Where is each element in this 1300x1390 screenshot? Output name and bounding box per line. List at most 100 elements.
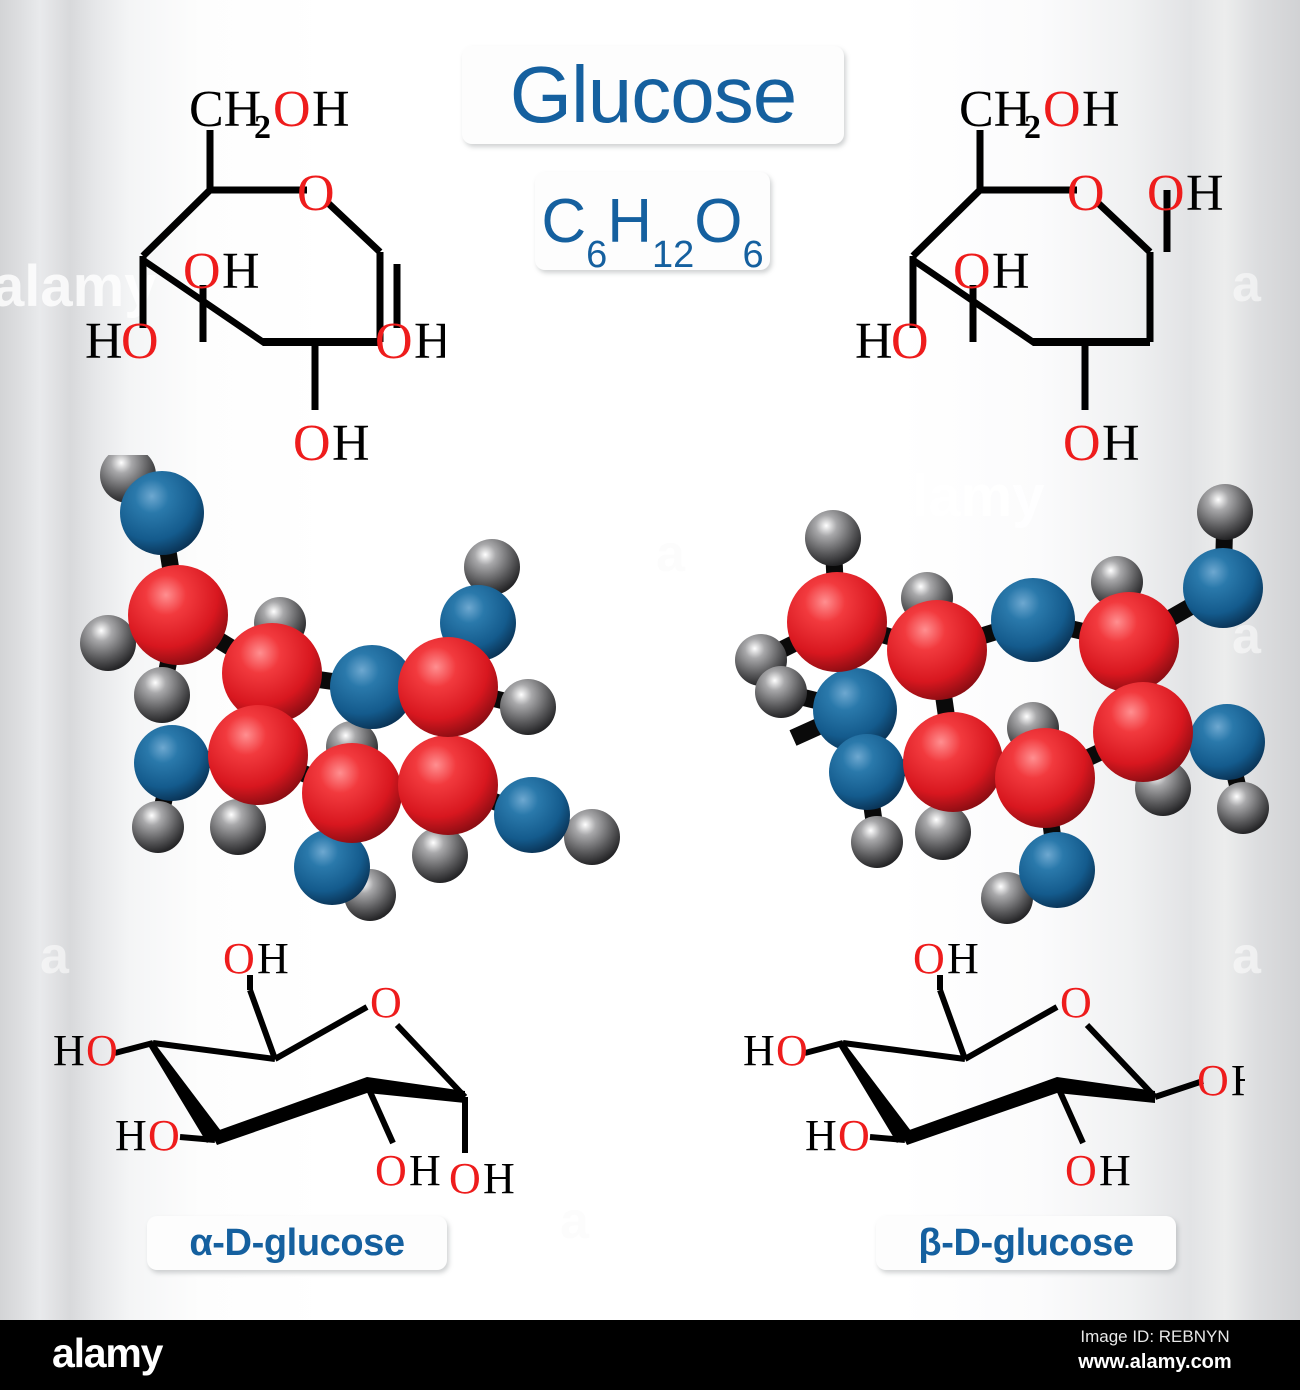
atom-hydrogen	[755, 666, 807, 718]
label-oh-o-interior: O	[183, 243, 221, 300]
atom-hydrogen	[564, 809, 620, 865]
atom-carbon	[208, 705, 308, 805]
atom-carbon	[787, 572, 887, 672]
atom-carbon	[887, 600, 987, 700]
label-oh-o-anomeric: O	[449, 1154, 481, 1200]
label-ring-oxygen: O	[297, 165, 335, 222]
atom-oxygen-ring	[330, 645, 414, 729]
atom-oxygen	[829, 734, 905, 810]
label-oh-o-anomeric: O	[1147, 165, 1185, 222]
chair-conformation-alpha: O H O H O H O O H O H	[53, 935, 515, 1200]
formula-c: C	[541, 186, 587, 256]
label-ring-oxygen: O	[1067, 165, 1105, 222]
alamy-url-text: www.alamy.com	[1078, 1351, 1232, 1373]
formula-h: H	[607, 186, 653, 256]
label-ho-h-left: H	[85, 313, 123, 370]
isomer-label-beta-text: β-D-glucose	[918, 1221, 1134, 1264]
label-ho-h-left: H	[855, 313, 893, 370]
label-oh-o-bottom: O	[293, 415, 331, 472]
label-ho-h-upper: H	[743, 1026, 775, 1075]
label-ch2oh-o: O	[1043, 81, 1081, 138]
label-ch2oh-o: O	[273, 81, 311, 138]
label-oh-o-interior: O	[953, 243, 991, 300]
atom-carbon	[302, 743, 402, 843]
atom-hydrogen	[80, 615, 136, 671]
label-oh-h-bottom: H	[332, 415, 370, 472]
chair-conformation-beta: O H O H O H O O H O H	[743, 935, 1245, 1195]
atom-oxygen	[813, 668, 897, 752]
label-ho-o-left: O	[121, 313, 159, 370]
atom-hydrogen	[210, 799, 266, 855]
atom-hydrogen	[1197, 484, 1253, 540]
label-oh-h-anomeric: H	[1231, 1056, 1245, 1105]
label-oh-h-c2: H	[1099, 1146, 1131, 1195]
atom-oxygen	[1019, 832, 1095, 908]
haworth-projection-beta: CH 2 O H O H O O H O H O H	[855, 81, 1224, 472]
label-oh-o-c2: O	[1065, 1146, 1097, 1195]
isomer-label-alpha-text: α-D-glucose	[189, 1221, 405, 1264]
label-oh-o-right: O	[375, 313, 413, 370]
label-ch2oh-h: H	[312, 81, 350, 138]
label-ch2oh-c: CH	[189, 81, 261, 138]
page-title-text: Glucose	[509, 50, 797, 139]
label-oh-h-top: H	[947, 935, 979, 983]
atom-carbon	[128, 565, 228, 665]
formula-o-count: 6	[742, 233, 764, 276]
label-oh-h-c2: H	[409, 1146, 441, 1195]
atom-oxygen	[494, 777, 570, 853]
label-oh-o-c2: O	[375, 1146, 407, 1195]
label-ho-h-upper: H	[53, 1026, 85, 1075]
atom-carbon	[1079, 592, 1179, 692]
label-oh-h-top: H	[257, 935, 289, 983]
atom-hydrogen	[851, 816, 903, 868]
atom-hydrogen	[981, 872, 1033, 924]
label-ho-h-lower: H	[805, 1111, 837, 1160]
formula-c-count: 6	[586, 233, 608, 276]
isomer-label-alpha: α-D-glucose	[147, 1216, 447, 1270]
label-ho-o-lower: O	[148, 1111, 180, 1160]
page-title: Glucose	[462, 46, 844, 144]
ball-and-stick-model-alpha	[80, 455, 620, 921]
molecular-formula-badge: C6H12O6	[535, 172, 770, 274]
atom-hydrogen	[132, 801, 184, 853]
label-oh-o-bottom: O	[1063, 415, 1101, 472]
formula-h-count: 12	[652, 233, 695, 276]
ball-and-stick-model-beta	[735, 484, 1269, 924]
label-ch2oh-subscript: 2	[254, 109, 271, 146]
label-ch2oh-c: CH	[959, 81, 1031, 138]
label-ho-h-lower: H	[115, 1111, 147, 1160]
image-id-text: Image ID: REBNYN	[1080, 1327, 1230, 1346]
stock-footer-bar: alamy Image ID: REBNYN www.alamy.com	[0, 1320, 1300, 1390]
atom-hydrogen	[412, 827, 468, 883]
molecular-formula-text: C6H12O6	[541, 186, 763, 274]
atom-hydrogen	[915, 804, 971, 860]
label-oh-h-interior: H	[222, 243, 260, 300]
watermark-a-center-low: a	[560, 1192, 589, 1250]
illustration-artboard: alamy a a a a alamy a a a a Glucose C6H1…	[0, 0, 1300, 1320]
label-oh-h-right: H	[414, 313, 445, 370]
label-oh-o-top: O	[913, 935, 945, 983]
watermark-a-mid-2: a	[656, 525, 685, 583]
label-ring-oxygen: O	[370, 978, 402, 1027]
label-oh-h-interior: H	[992, 243, 1030, 300]
label-ho-o-upper: O	[776, 1026, 808, 1075]
atom-oxygen-ring	[991, 578, 1075, 662]
watermark-a-right-1: a	[1232, 255, 1261, 313]
label-ho-o-left: O	[891, 313, 929, 370]
label-oh-o-anomeric: O	[1197, 1056, 1229, 1105]
atom-oxygen	[120, 471, 204, 555]
formula-o: O	[694, 186, 743, 256]
label-oh-h-anomeric: H	[1186, 165, 1224, 222]
label-ho-o-lower: O	[838, 1111, 870, 1160]
atom-carbon	[903, 712, 1003, 812]
label-ring-oxygen: O	[1060, 978, 1092, 1027]
atom-carbon	[398, 735, 498, 835]
atom-oxygen	[1189, 704, 1265, 780]
atom-hydrogen	[464, 539, 520, 595]
atom-oxygen	[294, 829, 370, 905]
atom-hydrogen	[1217, 782, 1269, 834]
label-ho-o-upper: O	[86, 1026, 118, 1075]
isomer-label-beta: β-D-glucose	[876, 1216, 1176, 1270]
atom-carbon	[398, 637, 498, 737]
